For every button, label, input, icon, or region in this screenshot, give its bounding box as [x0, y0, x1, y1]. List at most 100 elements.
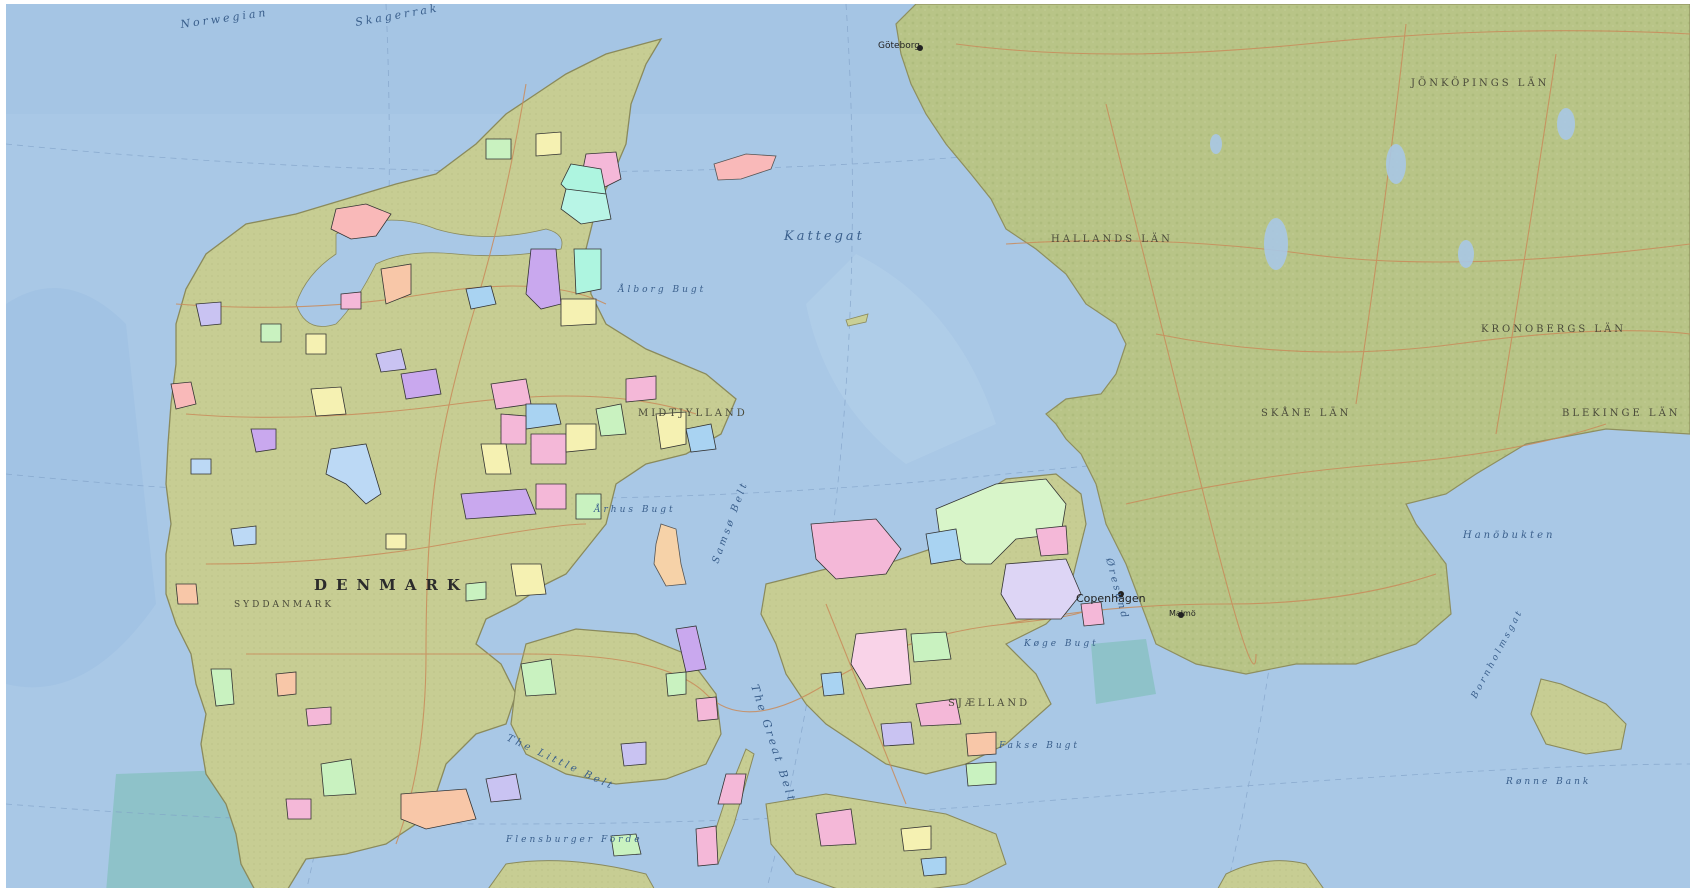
region-polygon [695, 825, 719, 867]
region-polygon [665, 671, 687, 697]
shallow-area [1091, 639, 1156, 704]
land-rugen [1215, 860, 1327, 892]
map-bottom-border [0, 888, 1690, 892]
region-polygon [400, 368, 442, 400]
region-polygon [925, 528, 962, 565]
region-polygon [1080, 601, 1105, 627]
label-goteborg: Göteborg [878, 41, 920, 51]
map-canvas[interactable]: Norwegian Skagerrak Kattegat Ålborg Bugt… [6, 4, 1690, 892]
label-fakse-bugt: Fakse Bugt [998, 741, 1080, 751]
region-polygon [170, 381, 197, 410]
region-polygon [210, 668, 235, 707]
region-polygon [485, 773, 522, 803]
region-polygon [575, 493, 602, 520]
region-polygon [920, 856, 947, 877]
region-polygon [560, 298, 597, 327]
region-polygon [380, 263, 412, 305]
region-polygon [285, 798, 312, 820]
region-polygon [500, 413, 527, 445]
region-polygon [340, 291, 362, 310]
region-polygon [535, 483, 567, 510]
region-polygon [900, 825, 932, 852]
label-ronne-bank: Rønne Bank [1505, 777, 1591, 787]
region-polygon [250, 428, 277, 453]
region-polygon [815, 808, 857, 847]
land-samso [653, 523, 687, 587]
region-polygon [490, 378, 532, 410]
label-kattegat: Kattegat [783, 229, 865, 244]
label-hallands-lan: HALLANDS LÄN [1051, 233, 1173, 245]
road-network [175, 23, 1690, 845]
region-polygon [175, 583, 199, 605]
region-polygon [595, 403, 627, 437]
label-denmark: DENMARK [314, 576, 469, 594]
region-polygon [655, 411, 687, 450]
region-polygon [880, 721, 915, 747]
region-polygon [510, 563, 547, 597]
region-polygon [305, 333, 327, 355]
label-midtjylland: MIDTJYLLAND [638, 408, 748, 419]
region-polygon [465, 581, 487, 602]
land-funen [510, 628, 722, 785]
region-polygon [190, 458, 212, 475]
region-polygon [530, 433, 567, 465]
region-polygon [850, 628, 912, 690]
region-polygon [305, 706, 332, 727]
region-polygon [820, 671, 845, 697]
region-polygon [525, 248, 562, 310]
region-polygon [565, 423, 597, 453]
region-polygon [320, 758, 357, 797]
region-polygon [810, 518, 902, 580]
label-kronobergs-lan: KRONOBERGS LÄN [1481, 323, 1626, 335]
region-polygon [573, 248, 602, 295]
region-polygon [625, 375, 657, 403]
label-koge-bugt: Køge Bugt [1023, 639, 1099, 649]
region-polygon [1035, 525, 1069, 557]
region-polygon [965, 731, 997, 757]
region-polygon [965, 761, 997, 787]
map-viewport[interactable]: Norwegian Skagerrak Kattegat Ålborg Bugt… [6, 4, 1690, 892]
label-blekinge-lan: BLEKINGE LÄN [1562, 407, 1681, 419]
region-polygon [695, 696, 719, 722]
region-polygon [1000, 558, 1082, 620]
limfjord [295, 219, 563, 327]
label-syddanmark: SYDDANMARK [234, 600, 334, 610]
land-bornholm [1530, 678, 1627, 755]
land-germany [485, 860, 657, 892]
region-polygon [325, 443, 382, 505]
city-dots [917, 45, 1184, 618]
region-polygon [560, 188, 612, 225]
label-aalborg-bugt: Ålborg Bugt [617, 283, 706, 295]
region-polygon [230, 525, 257, 547]
region-polygon [480, 443, 512, 475]
highlighted-areas [170, 131, 1105, 877]
land-laeso [713, 153, 777, 181]
label-malmo: Malmö [1169, 609, 1196, 618]
region-polygon [375, 348, 407, 373]
region-polygon [385, 533, 407, 550]
region-polygon [275, 671, 297, 697]
region-polygon [460, 488, 537, 520]
region-polygon [717, 773, 747, 805]
label-copenhagen: Copenhagen [1076, 592, 1146, 605]
region-polygon [915, 698, 962, 727]
region-polygon [520, 658, 557, 697]
label-sjaelland: SJÆLLAND [948, 698, 1030, 709]
region-polygon [465, 285, 497, 310]
region-polygon [675, 625, 707, 673]
region-polygon [620, 741, 647, 767]
land-anholt [845, 313, 869, 327]
label-jonkopings-lan: JÖNKÖPINGS LÄN [1410, 77, 1549, 89]
land-sweden [895, 4, 1690, 675]
label-hanobukten: Hanöbukten [1462, 530, 1555, 541]
region-polygon [195, 301, 222, 327]
label-aarhus-bugt: Århus Bugt [593, 503, 676, 515]
label-skane-lan: SKÅNE LÄN [1261, 407, 1351, 419]
region-polygon [535, 131, 562, 157]
region-polygon [330, 203, 392, 240]
region-polygon [485, 138, 512, 160]
region-polygon [310, 386, 347, 417]
land-jutland [165, 37, 737, 892]
sea-deep-area [6, 288, 156, 688]
region-polygon [400, 788, 477, 830]
